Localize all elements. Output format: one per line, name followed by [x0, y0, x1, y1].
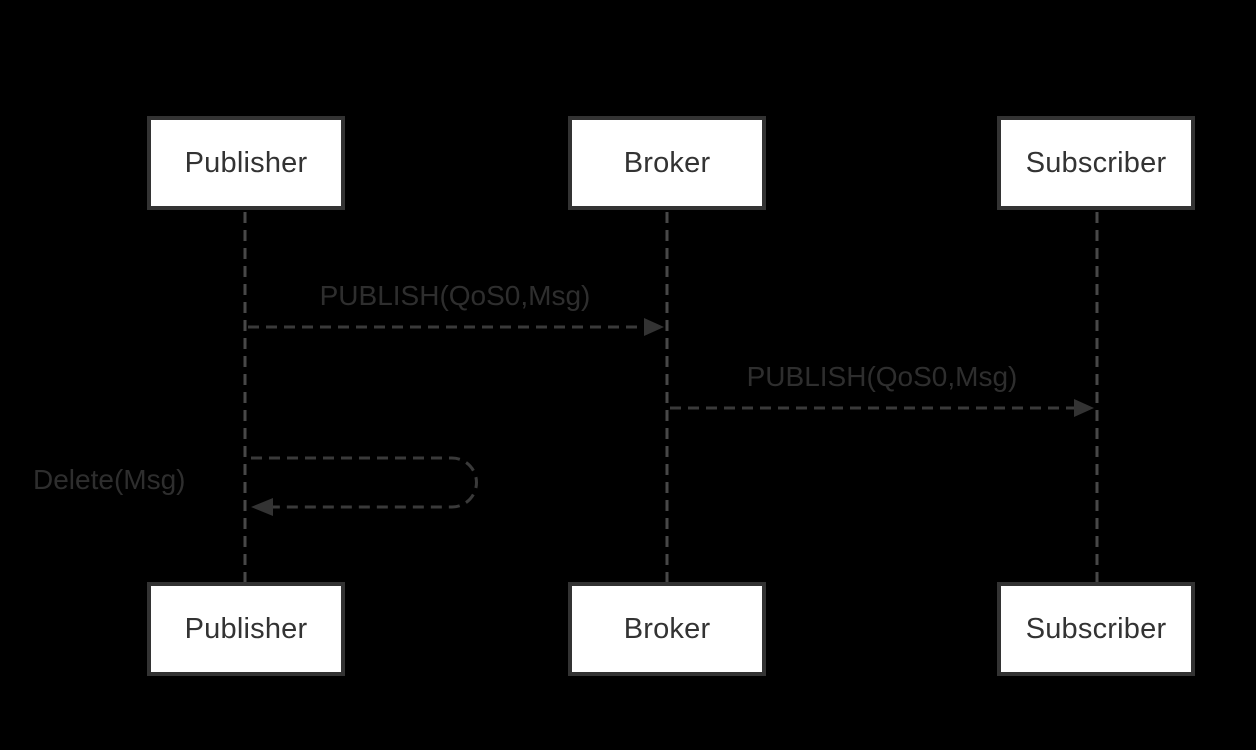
actor-bottom-broker: Broker: [568, 582, 766, 676]
actor-bottom-broker-label: Broker: [623, 612, 711, 645]
actor-top-subscriber-label: Subscriber: [1025, 146, 1167, 179]
actor-bottom-subscriber-label: Subscriber: [1025, 612, 1167, 645]
arrowhead-publish-1: [644, 318, 664, 336]
actor-top-broker: Broker: [568, 116, 766, 210]
actor-top-subscriber: Subscriber: [997, 116, 1195, 210]
actor-top-publisher: Publisher: [147, 116, 345, 210]
actor-bottom-subscriber: Subscriber: [997, 582, 1195, 676]
message-line-delete-self-loop: [251, 456, 478, 509]
arrowhead-publish-2: [1074, 399, 1094, 417]
actor-bottom-publisher: Publisher: [147, 582, 345, 676]
message-label-delete: Delete(Msg): [33, 464, 186, 495]
message-label-publish-2: PUBLISH(QoS0,Msg): [746, 361, 1018, 392]
actor-top-publisher-label: Publisher: [184, 146, 308, 179]
actor-top-broker-label: Broker: [623, 146, 711, 179]
message-label-publish-1: PUBLISH(QoS0,Msg): [319, 280, 591, 311]
arrowhead-delete: [251, 498, 273, 516]
actor-bottom-publisher-label: Publisher: [184, 612, 308, 645]
